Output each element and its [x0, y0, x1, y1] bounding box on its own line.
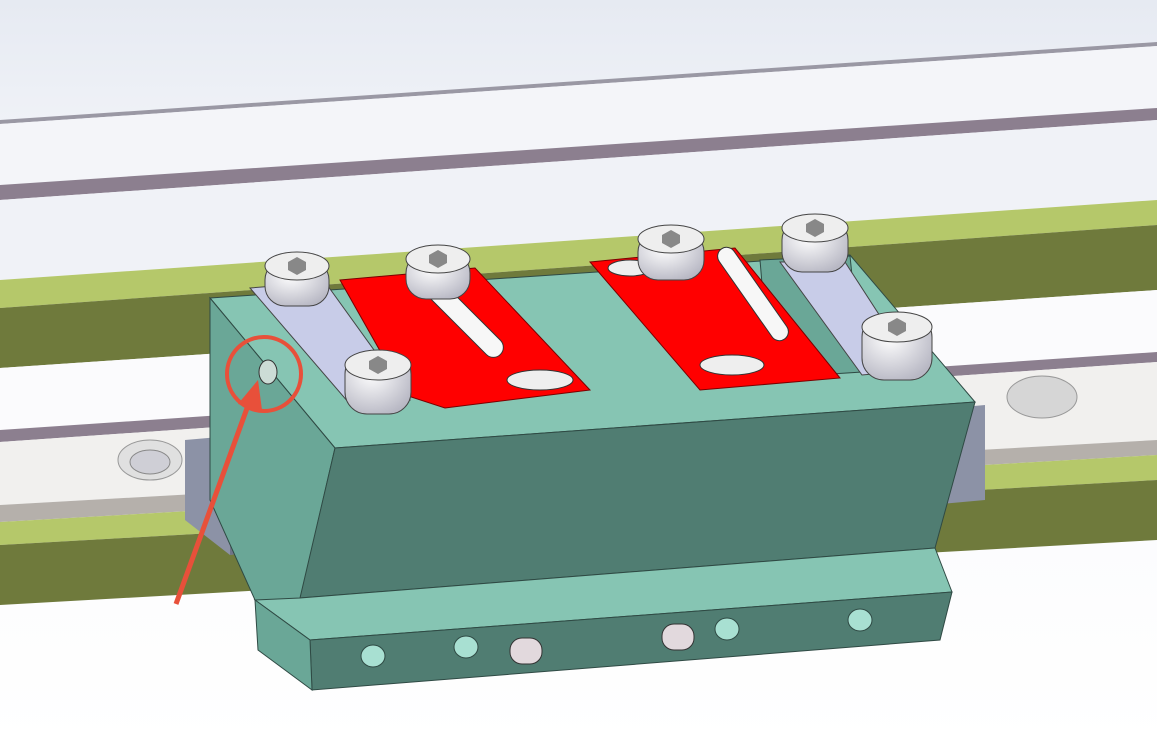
front-holes: [360, 608, 873, 668]
bolt: [405, 244, 471, 300]
bolt: [344, 349, 412, 415]
bolt: [781, 213, 849, 273]
annotation-circle: [225, 335, 303, 413]
annotation-arrow: [173, 399, 253, 605]
bolt: [264, 251, 330, 307]
socket-head-bolts: [264, 213, 933, 415]
dowel-pins: [509, 623, 695, 665]
upper-beam: [0, 42, 1157, 280]
arrow-head-icon: [238, 380, 262, 410]
annotation: [173, 335, 303, 605]
bolt: [637, 224, 705, 281]
bolt: [861, 311, 933, 381]
rail-bolt-hole-right: [1006, 375, 1078, 419]
